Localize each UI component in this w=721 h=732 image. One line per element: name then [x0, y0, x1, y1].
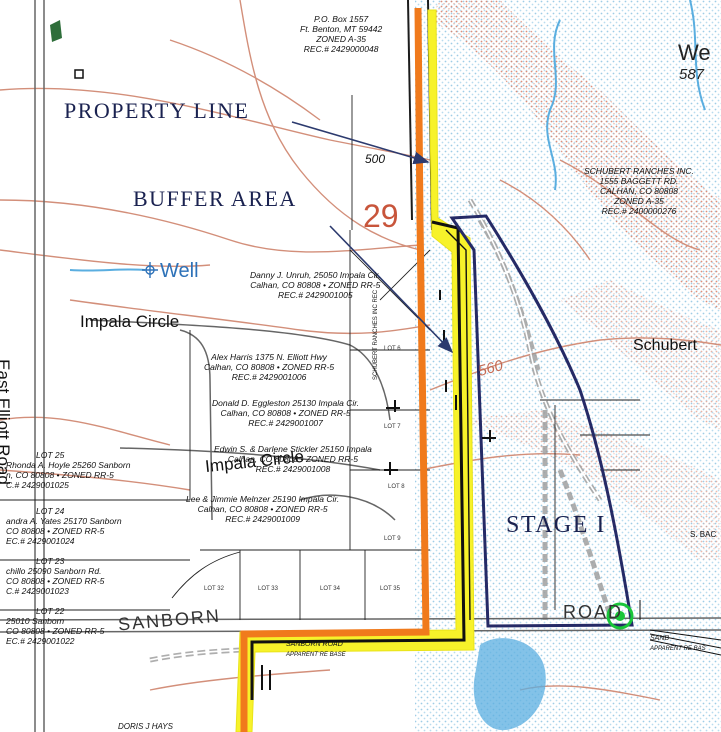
pond	[473, 638, 546, 731]
callout-arrows	[291, 121, 454, 354]
s-bac-label: S. BAC	[690, 530, 717, 539]
stage-callout: STAGE I	[506, 512, 606, 538]
dune-stipple-3	[460, 410, 721, 560]
owner-block-stickler: Edwin S. & Darlene Stickler 25150 Impala…	[214, 444, 372, 474]
water-streams	[69, 0, 706, 272]
sanborn-road-small-label: SANBORN ROAD	[286, 641, 343, 648]
lot-35-label: LOT 35	[380, 586, 400, 592]
tree-symbol	[50, 20, 62, 42]
buffer-area-callout: BUFFER AREA	[133, 186, 297, 211]
contour-500-label: 500	[365, 152, 386, 166]
lot-32-label: LOT 32	[204, 586, 224, 592]
owner-block-hoyle: LOT 25 Rhonda A. Hoyle 25260 Sanborn n, …	[6, 450, 131, 490]
stage-boundary	[449, 214, 634, 628]
lot-9-label: LOT 9	[384, 536, 401, 542]
elevation-label: 587	[679, 66, 705, 83]
house-symbol	[74, 69, 84, 79]
well-markers	[142, 262, 158, 278]
lot-8-label: LOT 8	[388, 484, 405, 490]
owner-block-harris: Alex Harris 1375 N. Elliott Hwy Calhan, …	[204, 352, 335, 382]
road-hatch	[639, 600, 721, 656]
owner-block-schubert-ranches: SCHUBERT RANCHES INC. 1555 BAGGETT RD. C…	[584, 166, 694, 216]
contour-lines	[0, 0, 721, 701]
apparent-row-label: APPARENT RE BASE	[286, 652, 346, 658]
property-line	[240, 7, 430, 732]
lot-7-label: LOT 7	[384, 424, 401, 430]
dune-stipple	[430, 0, 721, 310]
owner-block-melnzer: Lee & Jimmie Melnzer 25190 Impala Cir. C…	[186, 494, 340, 524]
schubert-label: Schubert	[633, 337, 698, 354]
lot-33-label: LOT 33	[258, 586, 278, 592]
green-marker	[606, 602, 634, 630]
owner-block-unruh: Danny J. Unruh, 25050 Impala Cir. Calhan…	[250, 270, 381, 300]
road-label-right: ROAD	[563, 602, 624, 622]
apparent-right-label: APPARENT RE BAS	[650, 646, 706, 652]
well-label-top-right: We	[678, 40, 711, 65]
owner-block-eggleston: Donald D. Eggleston 25130 Impala Cir. Ca…	[212, 398, 360, 428]
lot-6-label: LOT 6	[384, 346, 401, 352]
owner-block-lot22: LOT 22 25010 Sanborn CO 80808 • ZONED RR…	[6, 606, 105, 646]
owner-block-top: P.O. Box 1557 Ft. Benton, MT 59442 ZONED…	[300, 14, 383, 54]
buffer-inner-line-2	[445, 229, 471, 621]
doris-hays-label: DORIS J HAYS	[118, 722, 173, 731]
sanb-right-label: SANB	[650, 635, 670, 642]
parcel-lines	[0, 95, 650, 620]
impala-circle-road-label: Impala Circle	[80, 312, 180, 331]
section-number: 29	[363, 198, 399, 234]
dune-stipple-2	[560, 280, 721, 430]
owner-block-lot23: LOT 23 chillo 25090 Sanborn Rd. CO 80808…	[6, 556, 105, 596]
buffer-inner-line	[250, 220, 466, 700]
buffer-area	[235, 9, 475, 732]
property-line-callout: PROPERTY LINE	[64, 98, 250, 123]
vertical-parcel-text: SCHUBERT RANCHES INC REC	[373, 289, 379, 380]
well-label-left: Well	[160, 260, 199, 282]
lot-34-label: LOT 34	[320, 586, 340, 592]
owner-block-yates: LOT 24 andra A. Yates 25170 Sanborn CO 8…	[6, 506, 122, 546]
survey-marks	[261, 290, 496, 690]
